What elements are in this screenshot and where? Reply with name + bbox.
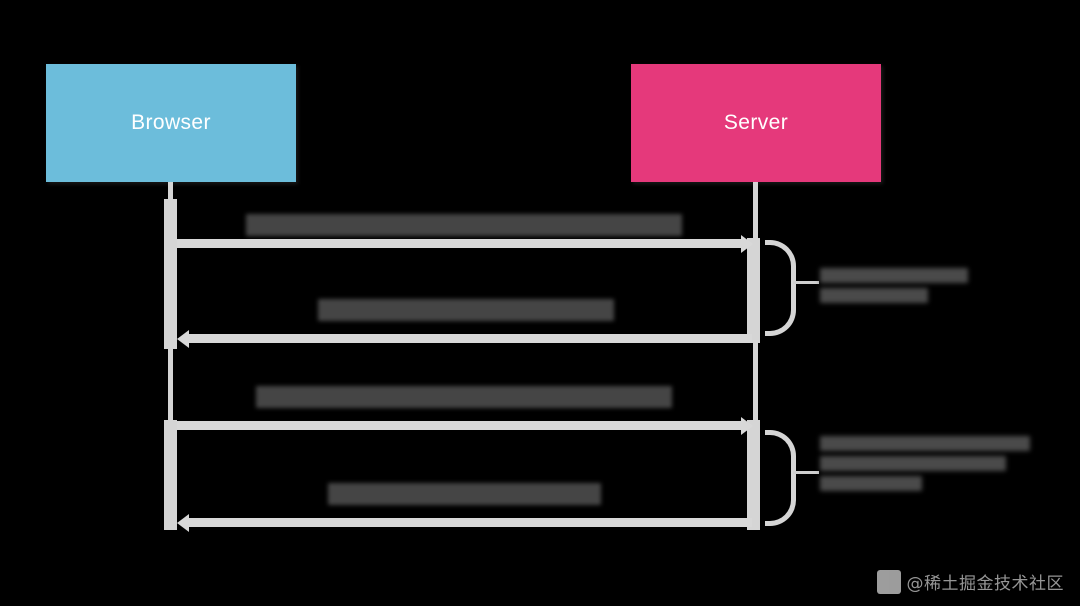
arrowhead-left-icon-4 (177, 514, 189, 532)
activation-bar-browser-2 (164, 420, 177, 530)
message-label-3 (256, 386, 672, 408)
arrowhead-right-icon-3 (741, 417, 753, 435)
arrowhead-left-icon-2 (177, 330, 189, 348)
message-arrow-2 (189, 334, 752, 343)
activation-bar-server-1 (747, 238, 760, 343)
lifeline-browser (168, 182, 173, 530)
juejin-logo-icon (876, 569, 901, 594)
message-arrow-3 (177, 421, 741, 430)
participant-server: Server (631, 64, 881, 182)
annotation-1 (820, 268, 970, 308)
participant-browser-label: Browser (131, 111, 211, 134)
brace-leader-2 (793, 471, 819, 474)
watermark-text: @稀土掘金技术社区 (906, 574, 1064, 594)
message-label-4 (328, 483, 601, 505)
message-label-1 (246, 214, 682, 236)
message-arrow-1 (177, 239, 741, 248)
message-label-2 (318, 299, 614, 321)
watermark: @稀土掘金技术社区 (876, 569, 1065, 594)
arrowhead-right-icon-1 (741, 235, 753, 253)
brace-group-2 (765, 430, 796, 526)
brace-group-1 (765, 240, 796, 336)
brace-leader-1 (793, 281, 819, 284)
lifeline-server (753, 182, 758, 530)
participant-browser: Browser (46, 64, 296, 182)
message-arrow-4 (189, 518, 752, 527)
activation-bar-server-2 (747, 420, 760, 530)
annotation-2 (820, 436, 1032, 496)
activation-bar-browser-1 (164, 199, 177, 349)
participant-server-label: Server (723, 111, 789, 134)
